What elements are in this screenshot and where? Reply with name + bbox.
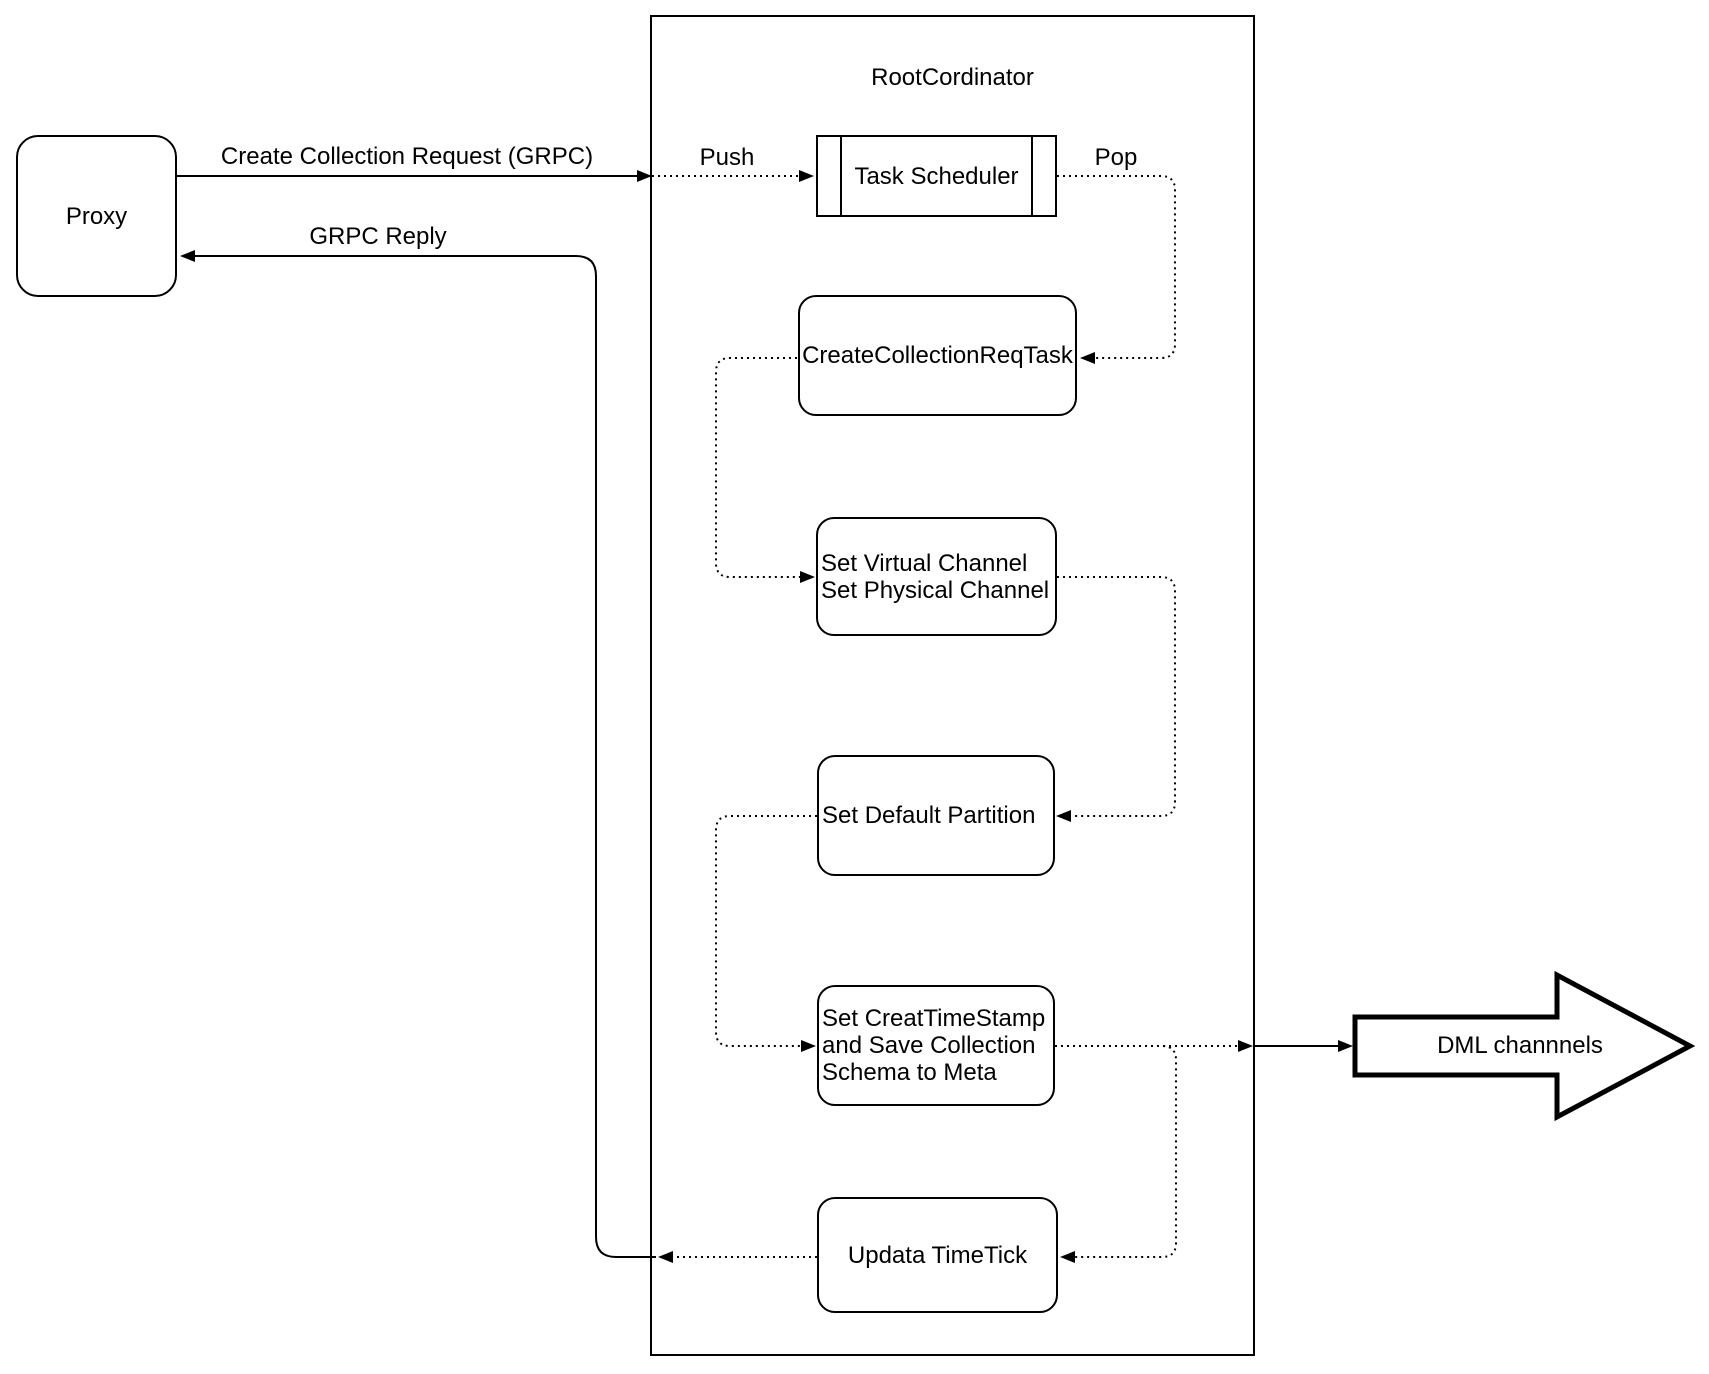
task-scheduler-bar-left [840, 137, 842, 215]
set-timestamp-line3: Schema to Meta [822, 1059, 997, 1086]
edge-pop [1057, 175, 1176, 364]
edge-defaultpartition-to-timestamp [715, 815, 817, 1052]
task-scheduler-bar-right [1031, 137, 1033, 215]
edge-timetick-to-reply [658, 1251, 817, 1263]
edge-create-collection-request [177, 170, 652, 182]
dml-channels-label: DML channnels [1437, 1032, 1603, 1059]
set-channels-line1: Set Virtual Channel [821, 549, 1028, 577]
node-task-scheduler: Task Scheduler [816, 135, 1057, 217]
edge-timestamp-to-boundary [1055, 1040, 1253, 1052]
node-create-collection-req-task: CreateCollectionReqTask [798, 295, 1077, 416]
set-timestamp-line2: and Save Collection [822, 1032, 1036, 1059]
node-set-default-partition: Set Default Partition [817, 755, 1055, 876]
edge-push [652, 170, 814, 182]
node-set-channels: Set Virtual Channel Set Physical Channel [816, 517, 1057, 636]
edge-setchannels-to-defaultpartition [1056, 576, 1176, 822]
label-push: Push [697, 144, 757, 172]
edge-reqtask-to-setchannels [715, 357, 815, 583]
edge-to-dml [1255, 1040, 1353, 1052]
edge-grpc-reply [180, 250, 656, 1258]
rootcoordinator-container [650, 15, 1255, 1356]
set-channels-line2: Set Physical Channel [821, 576, 1050, 604]
node-proxy: Proxy [16, 135, 177, 297]
rootcoordinator-title: RootCordinator [871, 64, 1034, 91]
label-grpc-reply: GRPC Reply [307, 223, 449, 251]
label-create-collection-request: Create Collection Request (GRPC) [218, 143, 596, 171]
dml-block-arrow [1352, 970, 1696, 1122]
task-scheduler-label: Task Scheduler [854, 162, 1019, 190]
set-timestamp-line1: Set CreatTimeStamp [822, 1005, 1046, 1032]
label-pop: Pop [1092, 144, 1140, 172]
node-set-timestamp: Set CreatTimeStamp and Save Collection S… [817, 985, 1055, 1106]
node-update-timetick: Updata TimeTick [817, 1197, 1058, 1313]
edge-timestamp-to-timetick [1055, 1045, 1177, 1263]
